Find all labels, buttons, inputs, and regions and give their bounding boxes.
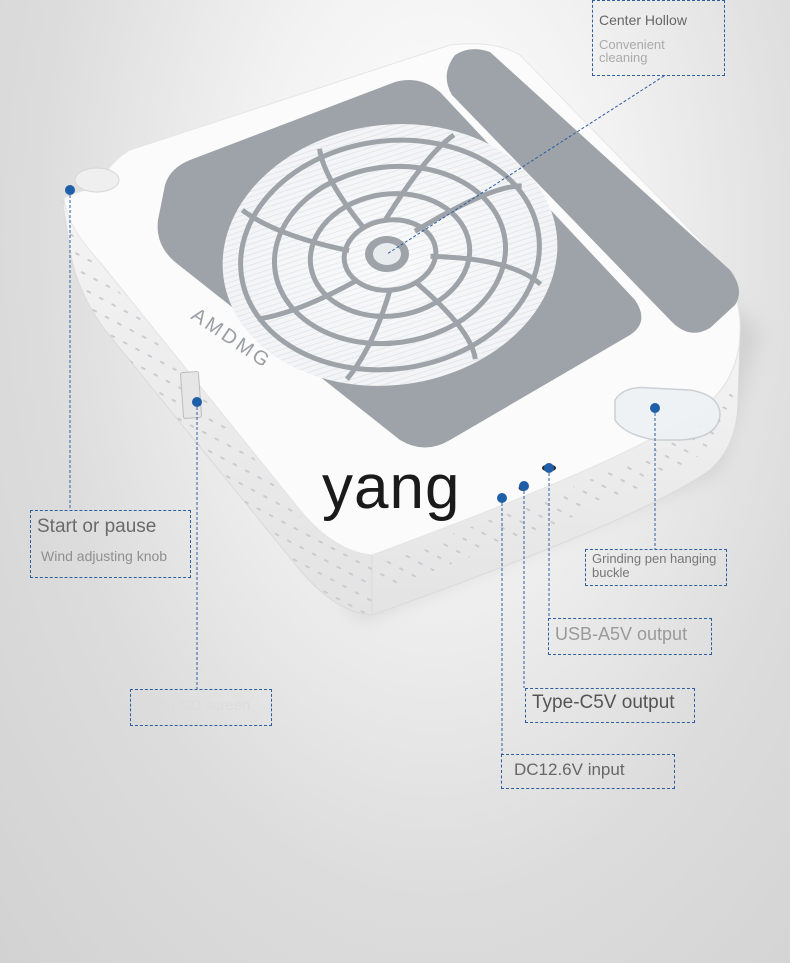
callout-dc-input-title: DC12.6V input [514, 760, 625, 779]
lcd-screen [180, 371, 202, 419]
callout-lcd-title: LCD LCD screen [137, 697, 251, 714]
callout-type-c-title: Type-C5V output [532, 692, 675, 713]
leader-lines [69, 75, 665, 754]
callout-grinding-pen: Grinding pen hanging buckle [585, 549, 727, 586]
vents-right [380, 370, 733, 590]
watermark-text: yang [322, 453, 461, 522]
callout-start-pause-title: Start or pause [37, 516, 157, 537]
callout-dots [65, 185, 660, 503]
callout-grinding-pen-title: Grinding pen hanging buckle [592, 551, 717, 581]
callout-usb-a-title: USB-A5V output [555, 624, 688, 644]
callout-center-hollow-title: Center Hollow [599, 12, 687, 28]
callout-center-hollow-subtitle: Convenient cleaning [599, 36, 665, 66]
fan-grille [238, 132, 543, 381]
callout-type-c: Type-C5V output [525, 688, 695, 723]
vents-left [70, 215, 372, 615]
callout-start-pause-subtitle: Wind adjusting knob [41, 547, 168, 564]
callout-usb-a: USB-A5V output [548, 618, 712, 655]
wind-knob[interactable] [74, 167, 120, 193]
callout-lcd: LCD LCD screen [130, 689, 272, 726]
callout-dc-input: DC12.6V input [501, 754, 675, 789]
pen-buckle[interactable] [614, 386, 721, 441]
handle-strip [446, 49, 739, 333]
callout-center-hollow: Center Hollow Convenient cleaning [592, 0, 725, 76]
callout-start-pause: Start or pause Wind adjusting knob [30, 510, 191, 578]
